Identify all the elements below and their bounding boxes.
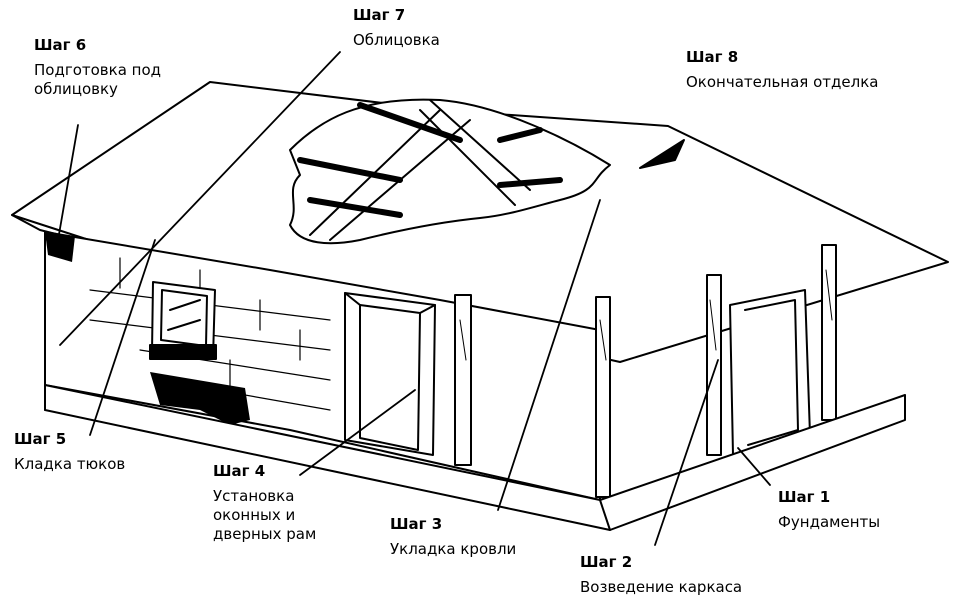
door-frame-right — [729, 289, 811, 456]
label-step-2: Шаг 2 Возведение каркаса — [580, 553, 742, 597]
label-step-3: Шаг 3 Укладка кровли — [390, 515, 516, 559]
roof-gable-vent — [639, 139, 685, 169]
door-frame — [344, 292, 436, 456]
label-step-8: Шаг 8 Окончательная отделка — [686, 48, 878, 92]
step-6-title: Шаг 6 — [34, 36, 87, 54]
framing-posts — [454, 244, 837, 498]
label-step-4: Шаг 4 Установка оконных и дверных рам — [213, 462, 316, 544]
label-step-6: Шаг 6 Подготовка под облицовку — [34, 36, 161, 99]
step-7-text: Облицовка — [353, 31, 440, 49]
step-5-text: Кладка тюков — [14, 455, 126, 473]
step-2-title: Шаг 2 — [580, 553, 633, 571]
roof-opening — [289, 98, 611, 245]
label-step-5: Шаг 5 Кладка тюков — [14, 430, 125, 474]
step-4-line-2: оконных и — [213, 506, 296, 524]
window-frame — [149, 281, 217, 360]
step-5-title: Шаг 5 — [14, 430, 67, 448]
foundation — [44, 384, 906, 531]
plaster-patches — [45, 232, 250, 425]
label-step-7: Шаг 7 Облицовка — [353, 6, 440, 50]
step-7-title: Шаг 7 — [353, 6, 406, 24]
step-4-title: Шаг 4 — [213, 462, 266, 480]
label-step-1: Шаг 1 Фундаменты — [778, 488, 880, 532]
step-2-text: Возведение каркаса — [580, 578, 743, 596]
step-1-text: Фундаменты — [778, 513, 881, 531]
step-3-title: Шаг 3 — [390, 515, 443, 533]
step-1-title: Шаг 1 — [778, 488, 831, 506]
step-4-line-3: дверных рам — [213, 525, 317, 543]
step-3-text: Укладка кровли — [390, 540, 517, 558]
step-6-line-1: Подготовка под — [34, 61, 162, 79]
step-8-text: Окончательная отделка — [686, 73, 879, 91]
step-8-title: Шаг 8 — [686, 48, 739, 66]
step-6-line-2: облицовку — [34, 80, 118, 98]
step-4-line-1: Установка — [213, 487, 295, 505]
leader-lines — [57, 51, 771, 546]
